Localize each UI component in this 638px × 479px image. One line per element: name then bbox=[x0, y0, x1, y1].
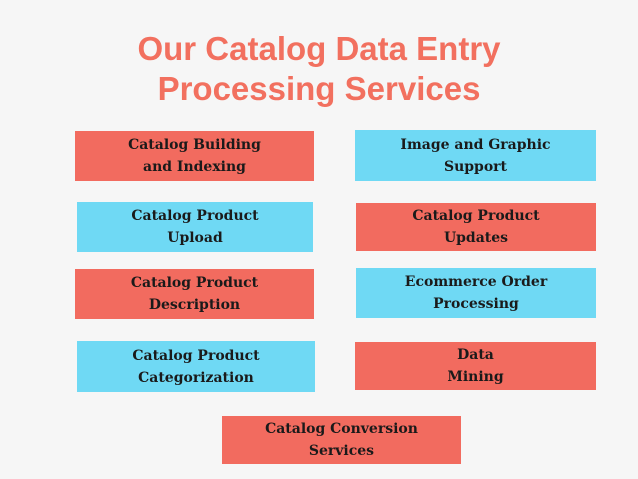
box-catalog-product-categorization: Catalog Product Categorization bbox=[77, 341, 315, 392]
box-catalog-conversion-services-label: Catalog Conversion Services bbox=[265, 421, 418, 459]
box-ecommerce-order-processing-label: Ecommerce Order Processing bbox=[404, 274, 548, 312]
box-data-mining: Data Mining bbox=[355, 342, 596, 390]
box-catalog-product-updates-label: Catalog Product Updates bbox=[412, 208, 540, 246]
box-catalog-product-description: Catalog Product Description bbox=[75, 269, 314, 319]
page-title-line-2: Processing Services bbox=[157, 70, 481, 107]
box-image-graphic-support: Image and Graphic Support bbox=[355, 130, 596, 181]
box-image-graphic-support-label: Image and Graphic Support bbox=[400, 136, 551, 175]
box-catalog-building-label: Catalog Building and Indexing bbox=[128, 137, 261, 175]
page-title-line-1: Our Catalog Data Entry bbox=[137, 30, 501, 67]
box-catalog-building: Catalog Building and Indexing bbox=[75, 131, 314, 181]
box-catalog-conversion-services: Catalog Conversion Services bbox=[222, 416, 461, 464]
box-catalog-product-updates: Catalog Product Updates bbox=[356, 203, 596, 251]
box-catalog-product-upload: Catalog Product Upload bbox=[77, 202, 313, 252]
box-ecommerce-order-processing: Ecommerce Order Processing bbox=[356, 268, 596, 318]
box-catalog-product-description-label: Catalog Product Description bbox=[130, 275, 259, 313]
box-catalog-product-categorization-label: Catalog Product Categorization bbox=[132, 347, 260, 386]
box-catalog-product-upload-label: Catalog Product Upload bbox=[131, 208, 259, 246]
box-data-mining-label: Data Mining bbox=[447, 347, 504, 385]
